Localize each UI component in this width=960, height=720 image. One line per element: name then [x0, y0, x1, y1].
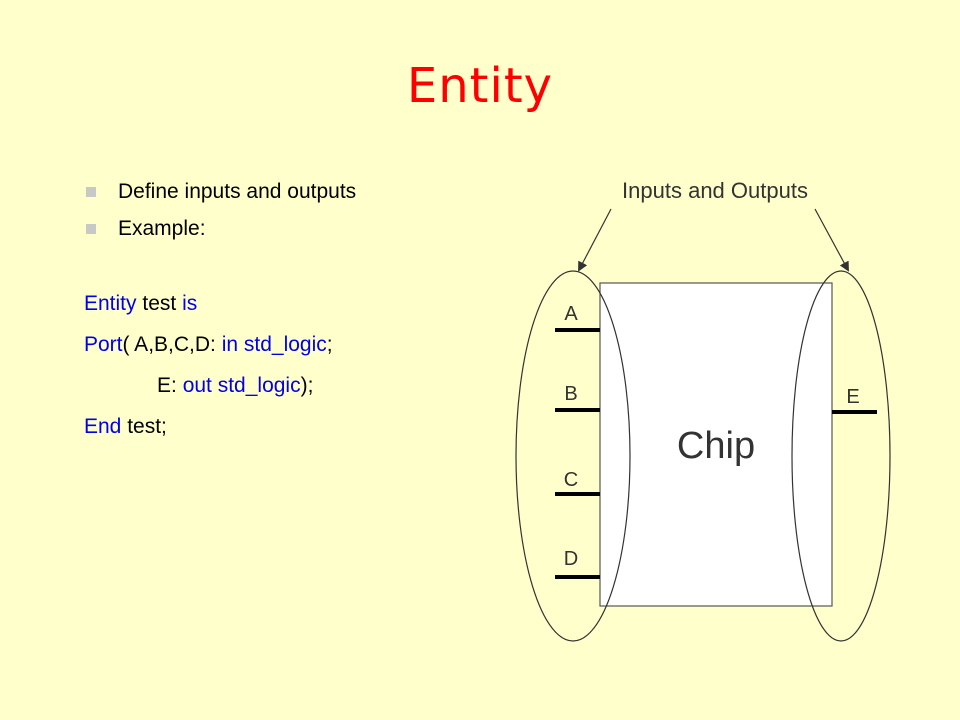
- input-label-b: B: [564, 383, 577, 405]
- code-example: Entity test is Port( A,B,C,D: in std_log…: [84, 283, 333, 447]
- code-keyword: out std_logic: [182, 374, 301, 397]
- square-bullet-icon: [86, 223, 96, 234]
- code-line: End test;: [84, 406, 333, 447]
- code-text: E:: [157, 374, 183, 397]
- code-line: Entity test is: [84, 283, 333, 324]
- input-label-c: C: [564, 469, 578, 491]
- code-text: ( A,B,C,D:: [122, 333, 222, 356]
- code-text: );: [300, 374, 314, 397]
- code-keyword: Port: [84, 333, 123, 356]
- code-keyword: in std_logic: [221, 333, 327, 356]
- bullet-list: Define inputs and outputs Example:: [86, 173, 356, 247]
- bullet-text: Define inputs and outputs: [118, 179, 357, 203]
- code-keyword: Entity: [84, 292, 137, 315]
- bullet-item: Example:: [86, 210, 356, 247]
- square-bullet-icon: [86, 186, 96, 197]
- code-text: test;: [121, 415, 167, 438]
- outputs-ellipse: [791, 270, 891, 642]
- caption-arrow-left: [578, 208, 612, 272]
- diagram-caption: Inputs and Outputs: [622, 178, 808, 203]
- input-label-d: D: [564, 548, 578, 570]
- code-text: test: [136, 292, 183, 315]
- code-keyword: is: [182, 292, 198, 315]
- input-label-a: A: [564, 303, 578, 325]
- slide-title: Entity: [406, 58, 554, 114]
- code-line: E: out std_logic);: [84, 365, 333, 406]
- bullet-text: Example:: [118, 216, 206, 240]
- code-line: Port( A,B,C,D: in std_logic;: [84, 324, 333, 365]
- code-text: ;: [326, 333, 333, 356]
- caption-arrow-right: [814, 208, 849, 272]
- code-keyword: End: [84, 415, 122, 438]
- chip-label: Chip: [677, 425, 755, 467]
- chip-box: [599, 282, 833, 607]
- inputs-ellipse: [515, 270, 631, 642]
- output-label-e: E: [846, 386, 859, 408]
- bullet-item: Define inputs and outputs: [86, 173, 356, 210]
